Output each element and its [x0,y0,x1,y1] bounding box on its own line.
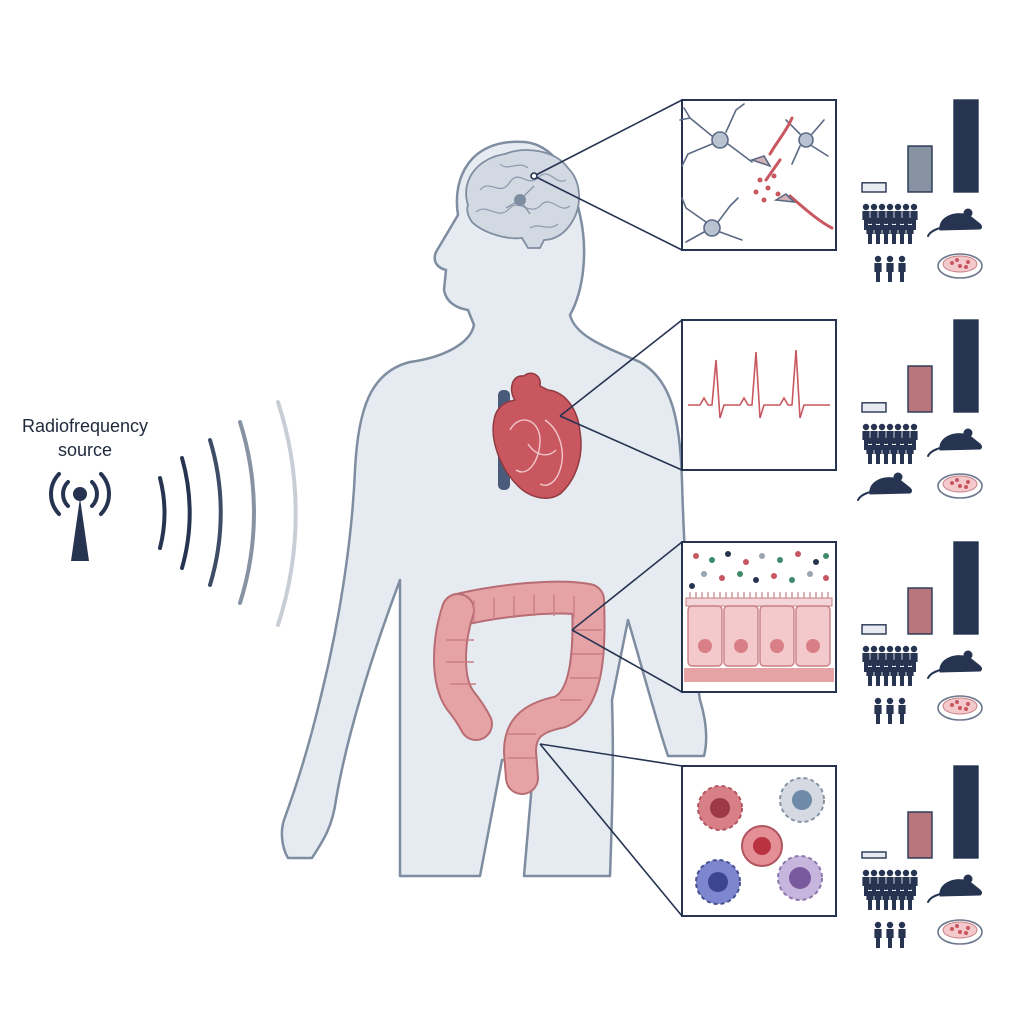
petri-dish-icon [937,253,983,279]
human-group-icon [874,921,906,948]
intestinal-epithelium-icon [684,551,834,682]
body-silhouette [280,140,708,878]
mouse-icon [927,208,983,237]
human-group-icon [862,423,918,464]
bar-brain-2 [907,145,933,193]
human-group-icon [862,203,918,244]
human-group-icon [874,255,906,282]
mouse-icon [927,874,983,903]
bar-gut-2 [907,587,933,635]
mouse-icon [927,650,983,679]
bar-immune-1 [861,851,887,859]
callout-lines [530,99,683,917]
bar-gut-3 [953,541,979,635]
ecg-icon [688,349,830,419]
petri-dish-icon [937,695,983,721]
study-icons [857,203,983,948]
petri-dish-icon [937,919,983,945]
bar-brain-3 [953,99,979,193]
human-group-icon [874,697,906,724]
radio-waves [158,400,298,627]
panel-immune [681,765,837,917]
petri-dish-icon [937,473,983,499]
source-label-line2: source [57,440,113,460]
panel-heart [681,319,837,471]
bar-charts [861,99,979,859]
bar-immune-3 [953,765,979,859]
bar-immune-2 [907,811,933,859]
human-group-icon [862,645,918,686]
source-label: Radiofrequency source [0,414,170,462]
source-label-line1: Radiofrequency [21,416,149,436]
panel-brain [679,99,837,251]
bar-heart-1 [861,402,887,413]
heart-icon [492,372,582,499]
immune-cells-icon [695,777,825,905]
neurons-icon [679,103,834,243]
mouse-icon [857,472,913,501]
mouse-icon [927,428,983,457]
bar-brain-1 [861,182,887,193]
human-group-icon [862,869,918,910]
antenna-icon [49,472,111,561]
bar-heart-3 [953,319,979,413]
bar-heart-2 [907,365,933,413]
panel-gut [681,541,837,693]
bar-gut-1 [861,624,887,635]
colon-icon [433,580,606,795]
brain-icon [465,149,580,249]
